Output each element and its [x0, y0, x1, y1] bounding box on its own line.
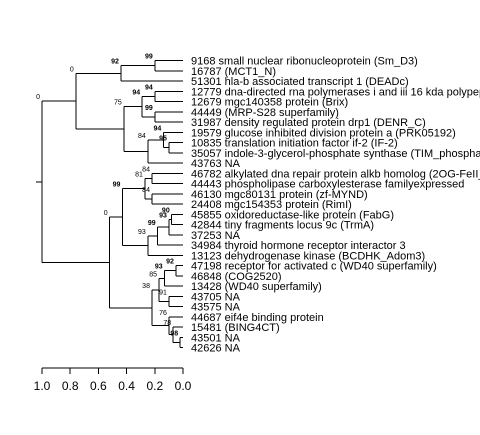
support-value: 98: [170, 330, 178, 337]
support-value: 93: [155, 264, 163, 271]
support-value: 84: [142, 166, 150, 173]
support-values: 9992949994959484750848481909399939992939…: [36, 54, 178, 338]
leaf-label: 46848 (COG2520): [191, 271, 282, 283]
support-value: 91: [159, 289, 167, 296]
leaf-label: 24408 mgc154353 protein (RimI): [191, 199, 352, 211]
leaf-label: 13123 dehydrogenase kinase (BCDHK_Adom3): [191, 250, 425, 262]
support-value: 99: [148, 220, 156, 227]
leaf-label: 19579 glucose inhibited division protein…: [191, 127, 456, 139]
support-value: 84: [142, 187, 150, 194]
leaf-label: 35057 indole-3-glycerol-phosphate syntha…: [191, 148, 480, 160]
leaf-label: 9168 small nuclear ribonucleoprotein (Sm…: [191, 56, 418, 68]
support-value: 99: [145, 54, 153, 61]
support-value: 93: [159, 212, 167, 219]
leaf-label: 44443 phospholipase carboxylesterase fam…: [191, 179, 464, 191]
support-value: 93: [138, 229, 146, 236]
support-value: 99: [113, 182, 121, 189]
leaf-label: 46130 mgc80131 protein (zf-MYND): [191, 189, 368, 201]
support-value: 84: [138, 133, 146, 140]
support-value: 90: [162, 207, 170, 214]
axis-tick-label: 0.6: [90, 379, 107, 393]
support-value: 0: [70, 66, 74, 73]
axis-ticks: 1.0 0.8 0.6 0.4 0.2 0.0: [34, 368, 192, 393]
leaf-label: 51301 hla-b associated transcript 1 (DEA…: [191, 76, 409, 88]
leaf-label: 42844 tiny fragments locus 9c (TrmA): [191, 220, 374, 232]
leaf-label: 43575 NA: [191, 302, 241, 314]
axis-tick-label: 0.2: [146, 379, 163, 393]
support-value: 94: [153, 125, 161, 132]
leaf-label: 15481 (BING4CT): [191, 322, 280, 334]
leaf-label: 43763 NA: [191, 158, 241, 170]
support-value: 92: [166, 259, 174, 266]
leaf-label: 42626 NA: [191, 343, 241, 355]
leaf-label: 47198 receptor for activated c (WD40 sup…: [191, 261, 437, 273]
leaf-label: 10835 translation initiation factor if-2…: [191, 138, 398, 150]
leaf-label: 44687 eif4e binding protein: [191, 312, 324, 324]
support-value: 0: [36, 94, 40, 101]
support-value: 0: [104, 210, 108, 217]
leaf-labels: 9168 small nuclear ribonucleoprotein (Sm…: [191, 56, 480, 355]
leaf-label: 31987 density regulated protein drp1 (DE…: [191, 117, 426, 129]
support-value: 76: [159, 310, 167, 317]
support-value: 75: [114, 100, 122, 107]
support-value: 78: [163, 320, 171, 327]
leaf-label: 45855 oxidoreductase-like protein (FabG): [191, 209, 394, 221]
support-value: 94: [132, 89, 140, 96]
support-value: 85: [149, 271, 157, 278]
leaf-label: 43501 NA: [191, 332, 241, 344]
leaf-label: 12779 dna-directed rna polymerases i and…: [191, 86, 480, 98]
axis-tick-label: 0.8: [62, 379, 79, 393]
leaf-label: 16787 (MCT1_N): [191, 66, 276, 78]
dendrogram-branches: [36, 60, 183, 348]
leaf-label: 44449 (MRP-S28 superfamily): [191, 107, 339, 119]
axis-tick-label: 0.4: [118, 379, 135, 393]
leaf-label: 43705 NA: [191, 291, 241, 303]
support-value: 38: [142, 283, 150, 290]
support-value: 99: [145, 105, 153, 112]
axis-tick-label: 0.0: [175, 379, 192, 393]
support-value: 92: [111, 59, 119, 66]
support-value: 81: [135, 171, 143, 178]
distance-axis: 1.0 0.8 0.6 0.4 0.2 0.0: [34, 367, 192, 393]
support-value: 95: [159, 136, 167, 143]
leaf-label: 13428 (WD40 superfamily): [191, 281, 322, 293]
leaf-label: 46782 alkylated dna repair protein alkb …: [191, 168, 480, 180]
leaf-label: 37253 NA: [191, 230, 241, 242]
support-value: 94: [145, 84, 153, 91]
leaf-label: 34984 thyroid hormone receptor interacto…: [191, 240, 406, 252]
axis-tick-label: 1.0: [34, 379, 51, 393]
leaf-label: 12679 mgc140358 protein (Brix): [191, 97, 348, 109]
